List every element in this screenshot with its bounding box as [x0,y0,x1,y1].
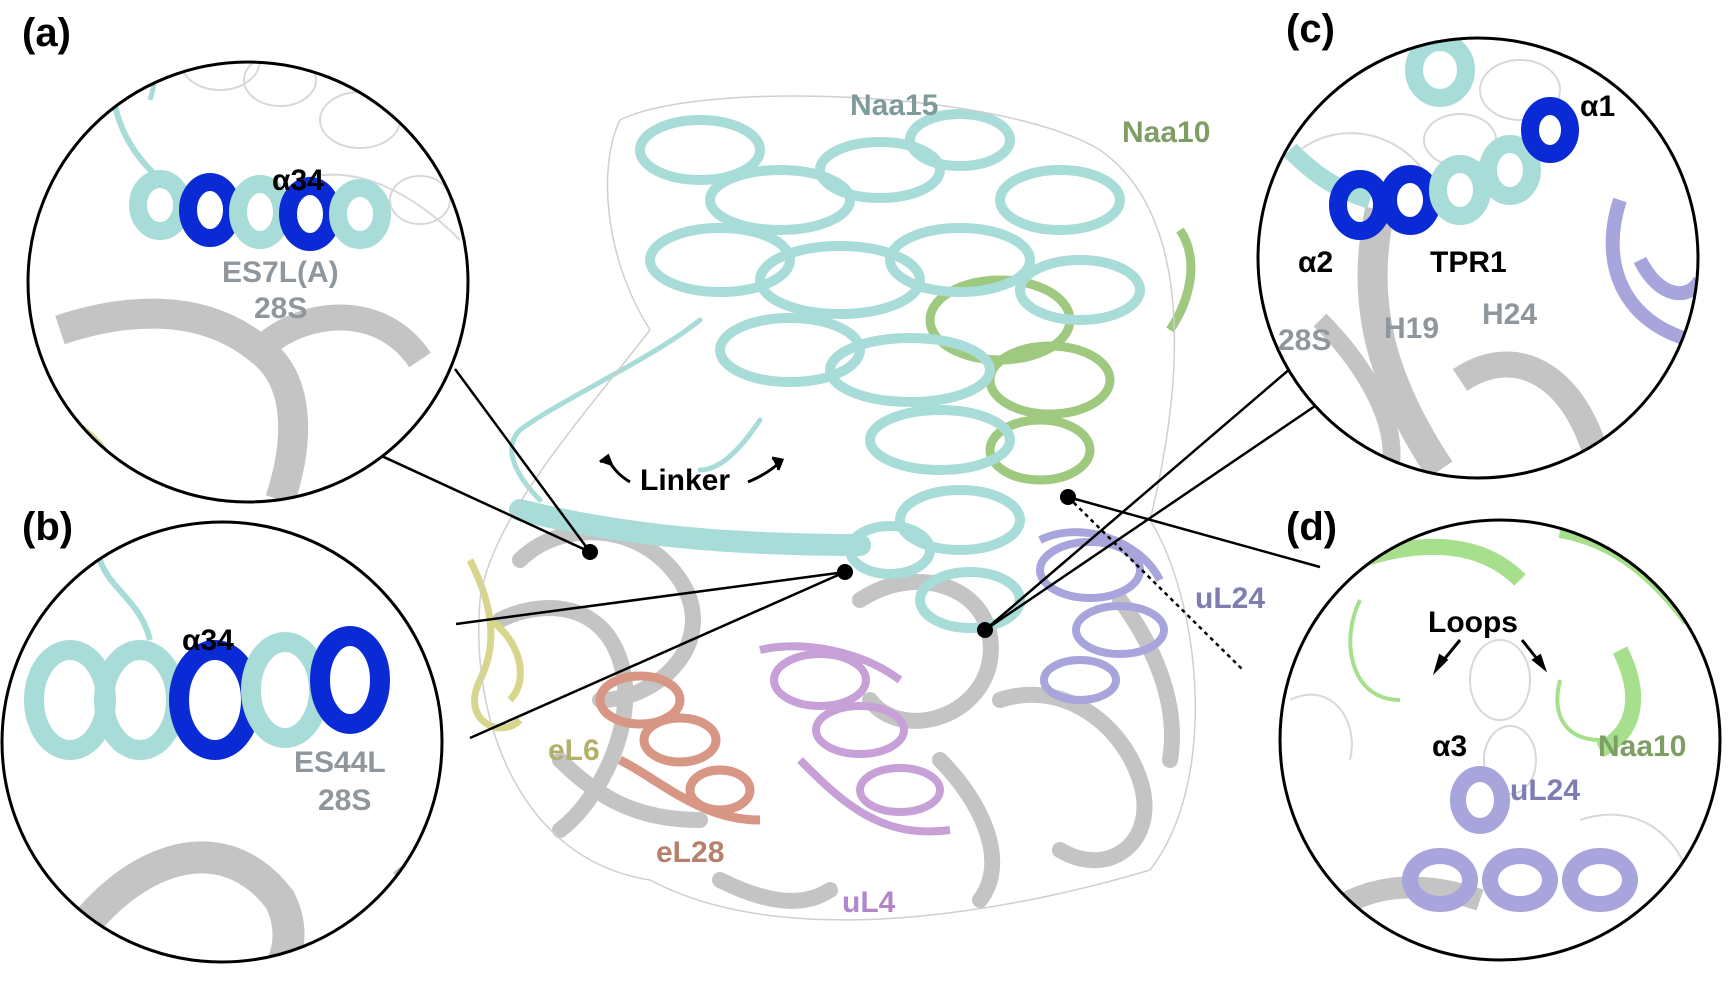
panel-c-rrna: 28S [1278,324,1331,357]
panel-d-naa10: Naa10 [1598,730,1686,763]
callout-lines [372,361,1321,740]
label-el28: eL28 [656,836,724,869]
rrna-ribbons [492,524,1180,909]
ul24-protein [1036,528,1168,704]
panel-c-label: (c) [1286,7,1335,51]
naa15-protein [509,109,1145,633]
ul4-protein [759,642,951,836]
panel-c-tpr: TPR1 [1430,246,1507,279]
panel-d: Loops α3 Naa10 uL24 [1278,518,1722,962]
el28-protein [595,671,761,825]
surface-outline [478,95,1197,921]
panel-c-h24: H24 [1482,298,1537,331]
label-naa10-center: Naa10 [1122,116,1210,149]
central-structure [466,95,1197,921]
panel-a-rrna: 28S [254,292,307,325]
linker-arrows [599,453,785,484]
el6-protein [466,558,524,732]
panel-b: α34 ES44L 28S [0,520,444,964]
dot-d [1060,489,1076,505]
panel-b-label: (b) [22,505,73,549]
callout-dots [582,489,1076,638]
dot-c [977,622,993,638]
panel-c-helix2: α2 [1298,246,1333,279]
panel-d-loops: Loops [1428,606,1518,639]
panel-a-helix: α34 [272,164,324,197]
panel-c: α1 α2 TPR1 28S H19 H24 [1256,36,1700,480]
panel-a-rna: ES7L(A) [222,256,339,289]
panel-c-helix1: α1 [1580,90,1615,123]
label-ul24-center: uL24 [1195,582,1265,615]
dot-a [582,544,598,560]
panel-d-label: (d) [1286,505,1337,549]
panel-a-label: (a) [22,11,71,55]
panel-b-rrna: 28S [318,784,371,817]
label-ul4: uL4 [842,886,896,919]
label-naa15: Naa15 [850,89,938,122]
panel-b-helix: α34 [182,624,234,657]
label-el6: eL6 [548,734,600,767]
panel-c-h19: H19 [1384,312,1439,345]
dot-b [837,564,853,580]
naa10-protein [925,227,1196,485]
panel-d-helix: α3 [1432,730,1467,763]
panel-b-rna: ES44L [294,746,386,779]
panel-d-ul24: uL24 [1510,774,1580,807]
panel-a: α34 ES7L(A) 28S [26,60,470,504]
loops-arrows [1432,639,1548,676]
label-linker: Linker [640,464,730,497]
